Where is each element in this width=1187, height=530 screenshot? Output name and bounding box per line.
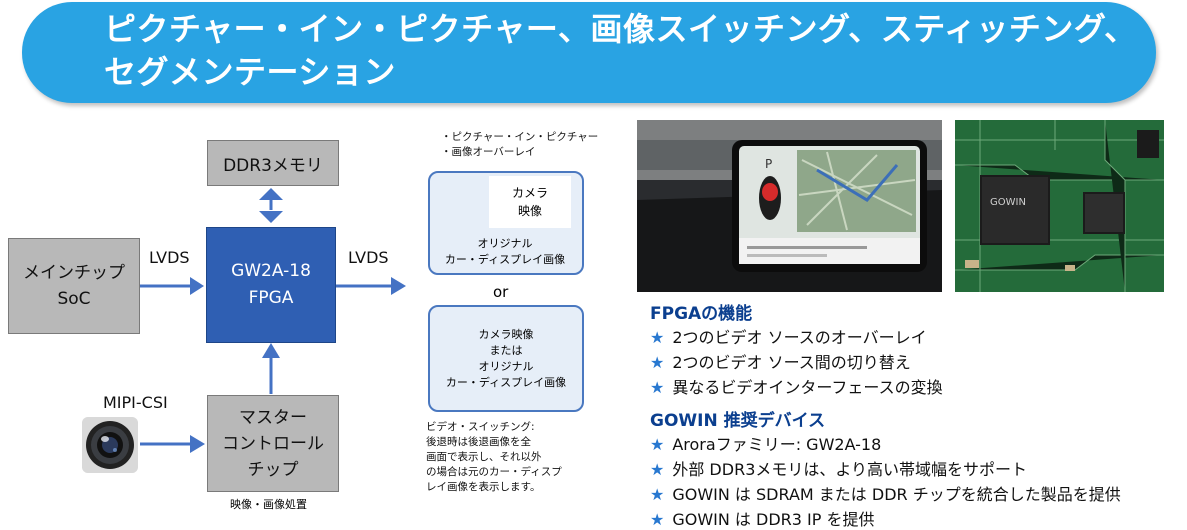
gear-indicator: P bbox=[765, 157, 772, 171]
device-item-text: 外部 DDR3メモリは、より高い帯域幅をサポート bbox=[672, 460, 1028, 479]
switching-label-4: カー・ディスプレイ画像 bbox=[445, 375, 567, 389]
mipi-csi-label: MIPI-CSI bbox=[103, 393, 168, 412]
switch-note-line-5: レイ画像を表示します。 bbox=[426, 481, 541, 493]
pcb-photo: GOWIN bbox=[955, 120, 1164, 292]
lvds-input-label: LVDS bbox=[149, 248, 190, 267]
star-icon: ★ bbox=[650, 353, 665, 372]
star-icon: ★ bbox=[650, 510, 665, 529]
lvds-output-label: LVDS bbox=[348, 248, 389, 267]
title-banner bbox=[22, 2, 1156, 103]
switch-note-line-2: 後退時は後退画像を全 bbox=[426, 436, 531, 448]
feature-item: ★ 2つのビデオ ソースのオーバーレイ bbox=[650, 324, 927, 348]
camera-inset-label-2: 映像 bbox=[517, 204, 542, 218]
soc-label-1: メインチップ bbox=[23, 263, 125, 283]
processing-label: 映像・画像処置 bbox=[230, 498, 307, 511]
master-control-block: マスター コントロール チップ bbox=[207, 395, 339, 492]
out-arrowhead bbox=[391, 277, 406, 295]
switch-note-line-1: ビデオ・スイッチング: bbox=[426, 421, 535, 433]
original-display-caption: オリジナル カー・ディスプレイ画像 bbox=[428, 236, 582, 268]
switching-label-2: または bbox=[489, 343, 523, 357]
title-line-1: ピクチャー・イン・ピクチャー、画像スイッチング、スティッチング、 bbox=[104, 10, 1137, 48]
device-item: ★ Aroraファミリー: GW2A-18 bbox=[650, 431, 881, 455]
car-display-illustration: P bbox=[637, 120, 942, 292]
video-switching-note: ビデオ・スイッチング: 後退時は後退画像を全 画面で表示し、それ以外 の場合は元… bbox=[426, 420, 596, 495]
gowin-devices-heading: GOWIN 推奨デバイス bbox=[650, 411, 826, 431]
feature-item-text: 2つのビデオ ソース間の切り替え bbox=[672, 353, 911, 372]
device-item: ★ GOWIN は DDR3 IP を提供 bbox=[650, 506, 875, 530]
star-icon: ★ bbox=[650, 460, 665, 479]
device-item-text: Aroraファミリー: GW2A-18 bbox=[672, 435, 882, 454]
feature-item: ★ 異なるビデオインターフェースの変換 bbox=[650, 374, 943, 398]
original-caption-line-2: カー・ディスプレイ画像 bbox=[444, 253, 566, 266]
fpga-block: GW2A-18 FPGA bbox=[206, 227, 336, 343]
switch-note-line-3: 画面で表示し、それ以外 bbox=[426, 451, 542, 463]
star-icon: ★ bbox=[650, 435, 665, 454]
fpga-label-1: GW2A-18 bbox=[231, 261, 311, 281]
ddr3-memory-block: DDR3メモリ bbox=[207, 140, 339, 186]
device-item: ★ GOWIN は SDRAM または DDR チップを統合した製品を提供 bbox=[650, 481, 1121, 505]
pip-note-line-1: ・ピクチャー・イン・ピクチャー bbox=[441, 131, 599, 143]
star-icon: ★ bbox=[650, 378, 665, 397]
ddr3-label: DDR3メモリ bbox=[223, 155, 323, 176]
feature-item: ★ 2つのビデオ ソース間の切り替え bbox=[650, 349, 911, 373]
ddr3-arrowhead-up bbox=[259, 188, 283, 200]
camera-arrowhead bbox=[190, 435, 205, 453]
soc-label-2: SoC bbox=[57, 289, 91, 309]
camera-inset-window: カメラ 映像 bbox=[489, 176, 571, 228]
switching-label-1: カメラ映像 bbox=[478, 327, 534, 341]
title-line-2: セグメンテーション bbox=[104, 53, 396, 91]
pip-note-line-2: ・画像オーバーレイ bbox=[441, 146, 536, 158]
pip-note: ・ピクチャー・イン・ピクチャー ・画像オーバーレイ bbox=[441, 130, 598, 160]
feature-item-text: 異なるビデオインターフェースの変換 bbox=[672, 378, 943, 397]
device-item: ★ 外部 DDR3メモリは、より高い帯域幅をサポート bbox=[650, 456, 1027, 480]
diagram-arrows bbox=[139, 188, 406, 453]
soc-block: メインチップ SoC bbox=[8, 238, 140, 334]
star-icon: ★ bbox=[650, 328, 665, 347]
camera-lens-icon bbox=[82, 417, 138, 473]
switch-note-line-4: の場合は元のカー・ディスプ bbox=[426, 466, 562, 478]
camera-inset-label-1: カメラ bbox=[511, 186, 548, 200]
master-arrowhead bbox=[262, 343, 280, 358]
car-display-photo: P bbox=[637, 120, 942, 292]
switching-display-mockup: カメラ映像 または オリジナル カー・ディスプレイ画像 bbox=[428, 305, 584, 412]
or-separator: or bbox=[493, 283, 509, 301]
chip-brand-marking: GOWIN bbox=[990, 197, 1026, 208]
page-title: ピクチャー・イン・ピクチャー、画像スイッチング、スティッチング、 セグメンテーシ… bbox=[104, 8, 1144, 94]
fpga-features-heading: FPGAの機能 bbox=[650, 304, 753, 324]
master-label-1: マスター bbox=[239, 407, 307, 428]
star-icon: ★ bbox=[650, 485, 665, 504]
fpga-label-2: FPGA bbox=[248, 288, 294, 308]
pcb-illustration: GOWIN bbox=[955, 120, 1164, 292]
master-label-2: コントロール bbox=[222, 433, 324, 454]
master-label-3: チップ bbox=[247, 459, 299, 480]
feature-item-text: 2つのビデオ ソースのオーバーレイ bbox=[672, 328, 927, 347]
fpga-arrowhead-down bbox=[259, 211, 283, 223]
switching-label-3: オリジナル bbox=[478, 359, 534, 373]
soc-arrowhead bbox=[190, 277, 204, 295]
device-item-text: GOWIN は SDRAM または DDR チップを統合した製品を提供 bbox=[672, 485, 1121, 504]
device-item-text: GOWIN は DDR3 IP を提供 bbox=[672, 510, 875, 529]
original-caption-line-1: オリジナル bbox=[477, 237, 533, 250]
